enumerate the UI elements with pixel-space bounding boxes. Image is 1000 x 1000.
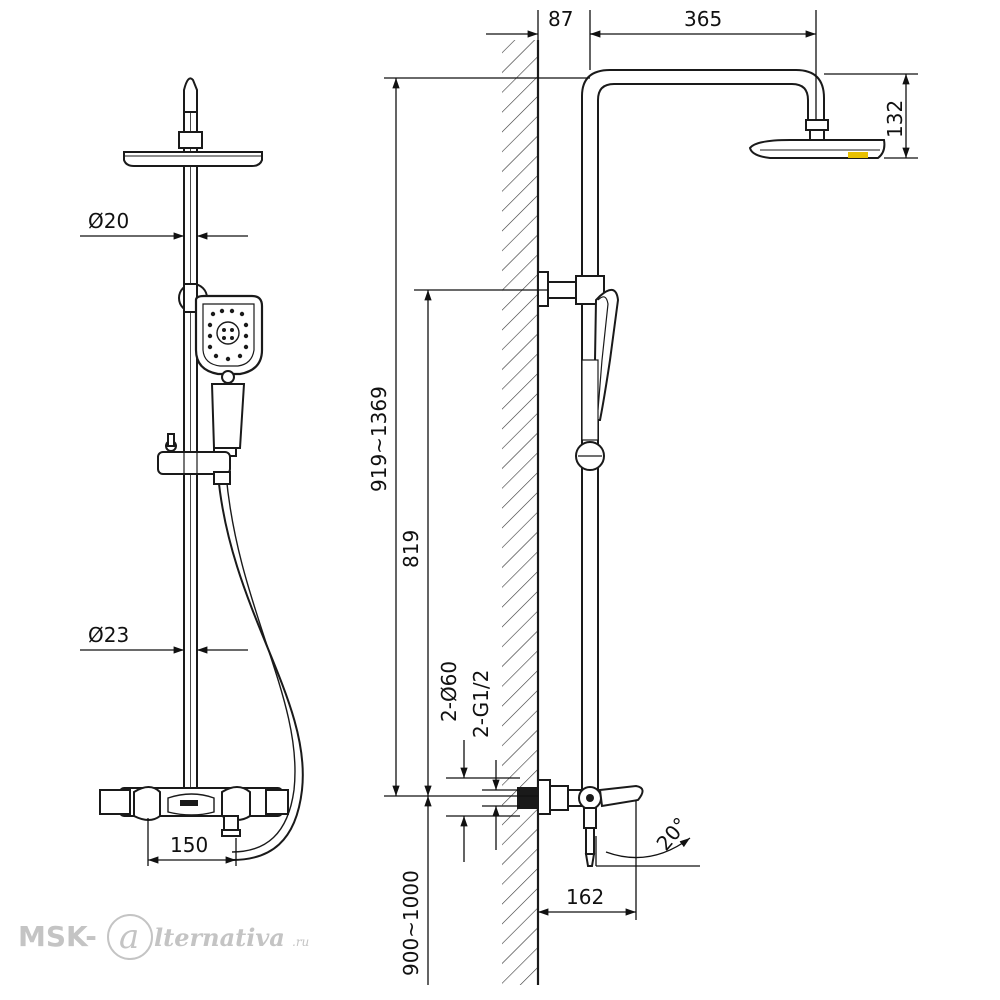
spray-mode-button	[221, 370, 235, 384]
spray-nozzles	[207, 308, 249, 362]
shower-hose	[217, 473, 304, 861]
wall-bracket-plate	[537, 271, 549, 307]
arm-reach-label: 365	[684, 7, 722, 31]
front-view	[99, 77, 304, 861]
watermark-domain: .ru	[292, 935, 309, 949]
side-dimensions	[384, 10, 918, 985]
spout-angle-label: 20°	[651, 813, 692, 856]
mixer-wall-plate	[537, 779, 551, 815]
spout-reach-label: 162	[566, 885, 604, 909]
inlet-thread-label: 2-G1/2	[469, 670, 493, 738]
hand-shower-handle	[210, 383, 246, 449]
watermark: MSK- a lternativa .ru	[18, 914, 309, 960]
watermark-letter: a	[119, 917, 139, 957]
head-connector	[178, 131, 203, 149]
overhead-shower-head-front	[123, 151, 263, 167]
mixer-handle-right	[265, 789, 289, 815]
lower-diameter-label: Ø23	[88, 623, 129, 647]
inlet-diameter-label: 2-Ø60	[437, 661, 461, 722]
head-drop-label: 132	[883, 100, 907, 138]
total-height-label: 919~1369	[367, 386, 391, 492]
watermark-prefix: MSK-	[18, 920, 97, 953]
wall-offset-label: 87	[548, 7, 573, 31]
rod-diameter-label: Ø20	[88, 209, 129, 233]
spout-side	[598, 784, 644, 808]
mount-height-label: 900~1000	[399, 870, 423, 976]
head-accent	[848, 152, 868, 158]
front-dimensions	[80, 232, 248, 866]
mixer-handle-left	[99, 789, 131, 815]
watermark-suffix: lternativa	[154, 923, 285, 952]
shower-arm	[581, 69, 825, 790]
hose-outlet	[223, 815, 239, 831]
slider-holder	[157, 451, 231, 475]
watermark-circle	[107, 914, 153, 960]
bracket-height-label: 819	[399, 530, 423, 568]
wall-hatch	[502, 40, 538, 985]
mixer-width-label: 150	[170, 833, 208, 857]
rod-top-cap	[183, 77, 198, 113]
side-view	[517, 69, 886, 867]
